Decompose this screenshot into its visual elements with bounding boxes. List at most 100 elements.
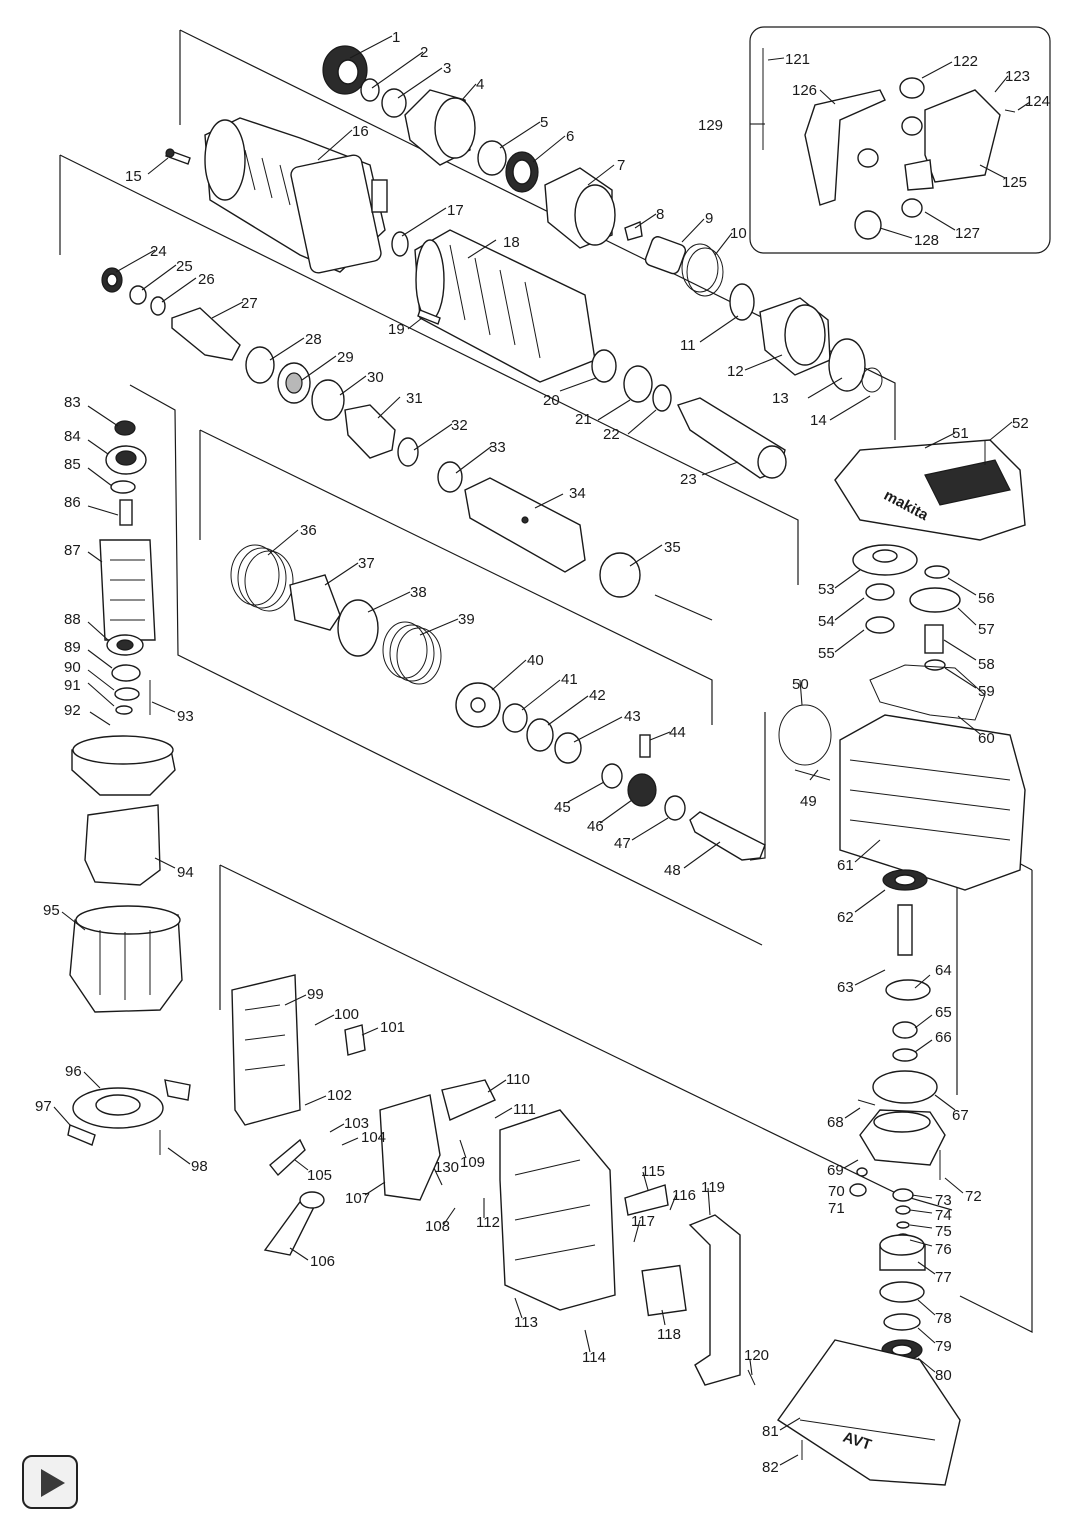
part-label: 129	[698, 117, 723, 134]
part-label: 74	[935, 1207, 952, 1224]
part-label: 55	[818, 645, 835, 662]
part-label: 54	[818, 613, 835, 630]
play-button[interactable]	[22, 1455, 78, 1509]
part-label: 124	[1025, 93, 1050, 110]
part-label: 117	[631, 1213, 655, 1230]
part-label: 108	[425, 1218, 450, 1235]
part-label: 7	[617, 157, 625, 174]
parts-artwork	[67, 45, 1026, 1486]
part-label: 32	[451, 417, 468, 434]
part-label: 1	[392, 29, 400, 46]
part-label: 13	[772, 390, 789, 407]
part-label: 93	[177, 708, 194, 725]
part-label: 127	[955, 225, 980, 242]
part-label: 31	[406, 390, 423, 407]
leader-lines	[53, 35, 1031, 1466]
part-label: 45	[554, 799, 571, 816]
part-label: 37	[358, 555, 375, 572]
part-label: 51	[952, 425, 969, 442]
part-label: 44	[669, 724, 686, 741]
part-label: 3	[443, 60, 451, 77]
part-label: 2	[420, 44, 428, 61]
part-label: 90	[64, 659, 81, 676]
part-label: 98	[191, 1158, 208, 1175]
part-label: 96	[65, 1063, 82, 1080]
part-label: 112	[476, 1214, 500, 1231]
part-label: 78	[935, 1310, 952, 1327]
part-label: 47	[614, 835, 631, 852]
part-label: 111	[513, 1101, 536, 1118]
part-label: 10	[730, 225, 747, 242]
part-label: 110	[506, 1071, 530, 1088]
part-label: 125	[1002, 174, 1027, 191]
part-label: 82	[762, 1459, 779, 1476]
part-label: 56	[978, 590, 995, 607]
part-label: 94	[177, 864, 194, 881]
part-label: 36	[300, 522, 317, 539]
part-label: 21	[575, 411, 592, 428]
part-label: 73	[935, 1192, 952, 1209]
part-label: 99	[307, 986, 324, 1003]
part-label: 69	[827, 1162, 844, 1179]
part-label: 104	[361, 1129, 386, 1146]
part-label: 41	[561, 671, 578, 688]
part-label: 76	[935, 1241, 952, 1258]
part-label: 50	[792, 676, 809, 693]
part-label: 46	[587, 818, 604, 835]
part-label: 61	[837, 857, 854, 874]
part-label: 67	[952, 1107, 969, 1124]
part-label: 120	[744, 1347, 769, 1364]
part-label: 28	[305, 331, 322, 348]
part-label: 29	[337, 349, 354, 366]
part-label: 72	[965, 1188, 982, 1205]
part-label: 109	[460, 1154, 485, 1171]
part-label: 64	[935, 962, 952, 979]
part-label: 121	[785, 51, 810, 68]
part-label: 103	[344, 1115, 369, 1132]
part-label: 15	[125, 168, 142, 185]
part-label: 70	[828, 1183, 845, 1200]
part-label: 42	[589, 687, 606, 704]
part-label: 43	[624, 708, 641, 725]
part-label: 11	[680, 337, 696, 354]
part-label: 95	[43, 902, 60, 919]
part-label: 101	[380, 1019, 405, 1036]
part-label: 26	[198, 271, 215, 288]
part-label: 126	[792, 82, 817, 99]
part-label: 60	[978, 730, 995, 747]
part-label: 130	[434, 1159, 459, 1176]
part-label: 79	[935, 1338, 952, 1355]
part-label: 75	[935, 1223, 952, 1240]
part-label: 16	[352, 123, 369, 140]
part-label: 85	[64, 456, 81, 473]
part-label: 62	[837, 909, 854, 926]
part-label: 24	[150, 243, 167, 260]
part-label: 66	[935, 1029, 952, 1046]
part-label: 118	[657, 1326, 681, 1343]
part-label: 113	[514, 1314, 538, 1331]
part-label: 18	[503, 234, 520, 251]
part-label: 87	[64, 542, 81, 559]
part-label: 35	[664, 539, 681, 556]
part-label: 30	[367, 369, 384, 386]
part-label: 123	[1005, 68, 1030, 85]
part-label: 89	[64, 639, 81, 656]
part-label: 12	[727, 363, 744, 380]
part-label: 27	[241, 295, 258, 312]
part-label: 81	[762, 1423, 779, 1440]
part-label: 122	[953, 53, 978, 70]
part-label: 9	[705, 210, 713, 227]
part-label: 68	[827, 1114, 844, 1131]
part-label: 128	[914, 232, 939, 249]
part-label: 71	[828, 1200, 845, 1217]
part-label: 83	[64, 394, 81, 411]
part-label: 115	[641, 1163, 665, 1180]
part-label: 22	[603, 426, 620, 443]
part-label: 33	[489, 439, 506, 456]
part-label: 34	[569, 485, 586, 502]
part-label: 57	[978, 621, 995, 638]
part-label: 40	[527, 652, 544, 669]
part-label: 116	[672, 1187, 696, 1204]
part-label: 58	[978, 656, 995, 673]
